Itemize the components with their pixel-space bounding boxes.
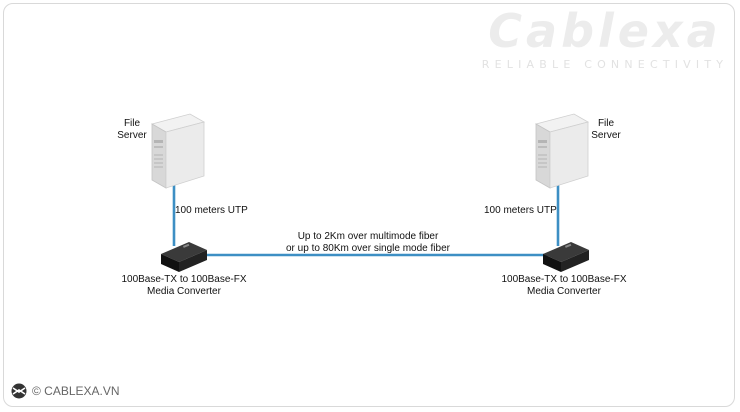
right-converter-label-line1: 100Base-TX to 100Base-FX [501,274,627,285]
brand-watermark: Cablexa RELIABLE CONNECTIVITY [480,4,730,71]
left-server-label-line1: File [123,118,141,129]
right-server-label-line1: File [597,118,615,129]
right-converter-label-line2: Media Converter [527,286,601,297]
left-converter-label-line2: Media Converter [147,286,221,297]
right-server-label: File Server [586,118,626,142]
right-converter-label: 100Base-TX to 100Base-FX Media Converter [494,274,634,298]
fiber-label: Up to 2Km over multimode fiber or up to … [268,231,468,255]
left-converter-label-line1: 100Base-TX to 100Base-FX [121,274,247,285]
left-file-server-icon [150,113,206,189]
fiber-label-line2: or up to 80Km over single mode fiber [286,243,450,254]
cable-logo-icon [11,383,27,399]
left-media-converter-icon [161,242,207,272]
left-server-label: File Server [112,118,152,142]
right-utp-label: 100 meters UTP [484,205,557,216]
left-utp-label: 100 meters UTP [175,205,248,216]
diagram-frame [3,3,735,407]
right-media-converter-icon [543,242,589,272]
right-file-server-icon [534,113,590,189]
right-server-label-line2: Server [591,130,621,141]
left-server-label-line2: Server [117,130,147,141]
footer-copyright: © CABLEXA.VN [32,384,120,398]
brand-tagline: RELIABLE CONNECTIVITY [481,58,729,71]
fiber-label-line1: Up to 2Km over multimode fiber [297,231,439,242]
brand-name: Cablexa [488,4,722,58]
left-converter-label: 100Base-TX to 100Base-FX Media Converter [114,274,254,298]
footer: © CABLEXA.VN [10,383,120,399]
